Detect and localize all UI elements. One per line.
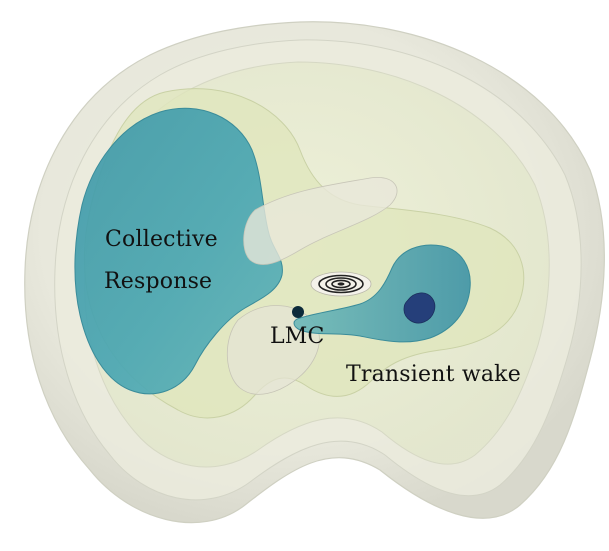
wake-dense-core (403, 292, 436, 324)
milky-way-disk-icon (310, 271, 372, 297)
response-label: Response (104, 269, 213, 294)
lmc-dot-icon (292, 306, 304, 318)
transient-wake-label: Transient wake (346, 362, 521, 387)
lmc-label: LMC (270, 324, 325, 349)
collective-response-region (74, 107, 283, 395)
wake-fold-sheet (243, 176, 398, 265)
collective-label: Collective (105, 227, 218, 252)
